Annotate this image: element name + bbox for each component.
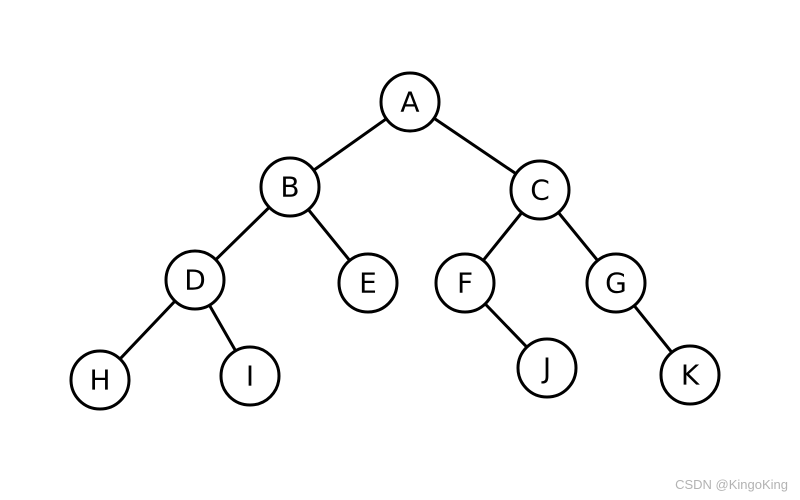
node-circle (585, 252, 647, 314)
node-circle (516, 337, 578, 399)
node-circle (659, 344, 721, 406)
node-circle (337, 252, 399, 314)
node-circle (164, 249, 226, 311)
node-circle (69, 349, 131, 411)
node-label: I (246, 360, 254, 393)
node-j: J (516, 337, 578, 399)
watermark: CSDN @KingoKing (675, 477, 788, 492)
node-f: F (434, 252, 496, 314)
node-label: F (457, 267, 473, 300)
node-circle (379, 71, 441, 133)
node-label: D (184, 264, 206, 297)
node-label: G (605, 267, 627, 300)
node-label: A (400, 86, 419, 119)
node-d: D (164, 249, 226, 311)
node-c: C (509, 159, 571, 221)
node-label: K (681, 359, 700, 392)
node-circle (259, 156, 321, 218)
node-label: B (280, 171, 299, 204)
node-i: I (219, 345, 281, 407)
node-circle (509, 159, 571, 221)
node-h: H (69, 349, 131, 411)
node-label: H (89, 364, 110, 397)
node-a: A (379, 71, 441, 133)
node-label: J (541, 352, 551, 385)
node-k: K (659, 344, 721, 406)
node-label: C (530, 174, 550, 207)
node-label: E (359, 267, 377, 300)
node-g: G (585, 252, 647, 314)
node-circle (219, 345, 281, 407)
node-circle (434, 252, 496, 314)
node-b: B (259, 156, 321, 218)
node-e: E (337, 252, 399, 314)
nodes-layer: A B C D E F G H I J K (69, 71, 721, 411)
edges-layer (98, 100, 692, 382)
